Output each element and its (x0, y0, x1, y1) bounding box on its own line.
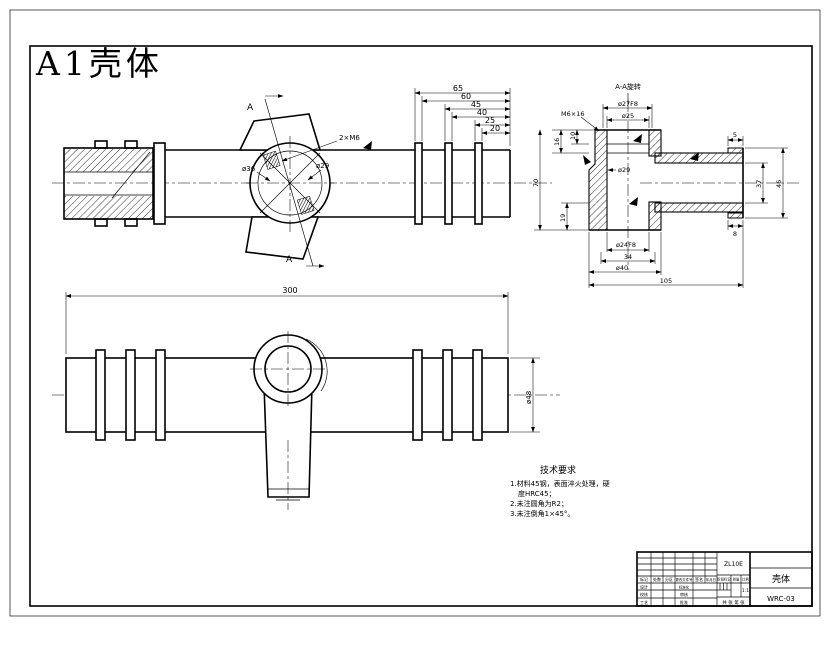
outer-dia-label: ø36 (242, 165, 256, 173)
row-check: 校核 (640, 591, 648, 597)
bore-dia-label: ø29 (316, 162, 329, 170)
col-doc: 更改文件号 (676, 577, 694, 582)
dim-70: 70 (532, 179, 540, 187)
horizontal-tube-top-wall (654, 152, 744, 164)
dim-60: 60 (461, 92, 471, 101)
drawing-number: WRC-03 (767, 595, 795, 603)
col-mark: 标记 (640, 576, 648, 582)
ratio-label: 比例 (742, 577, 749, 582)
right-wall-upper (648, 129, 662, 157)
rib-ring (474, 142, 483, 225)
sheet-count: 共 张 第 张 (722, 599, 745, 606)
rib-ring (95, 349, 106, 441)
end-flange-bottom (727, 212, 744, 219)
part-name: 壳体 (772, 573, 790, 585)
roughness-mark (629, 197, 638, 206)
main-view: A A 2×M6 ø36 ø29 65 60 45 40 (52, 84, 552, 268)
dim-46: 46 (775, 180, 783, 188)
lug (124, 218, 138, 227)
dim-45: 45 (471, 100, 481, 109)
dim-65: 65 (453, 84, 463, 93)
roughness-mark (633, 134, 642, 143)
dim-5: 5 (733, 131, 737, 139)
dim-8: 8 (733, 230, 737, 238)
left-wall (588, 129, 608, 231)
dim-d40: ø40 (616, 264, 628, 272)
col-date: 年月日 (706, 577, 716, 582)
thread-patch (296, 195, 315, 215)
page-title: A1壳体 (35, 44, 163, 83)
dim-16: 16 (553, 138, 561, 146)
section-letter-top: A (247, 103, 254, 113)
thread-patch (262, 150, 281, 170)
dim-thread: M6×16 (561, 110, 584, 118)
dim-20: 20 (490, 124, 500, 133)
dim-19: 19 (559, 214, 567, 222)
section-view: A-A旋转 ø27F8 ø25 M6×16 10 (532, 82, 800, 288)
end-flange-top (727, 147, 744, 154)
tilted-boss-arc (305, 338, 328, 392)
left-socket (63, 140, 166, 227)
col-zone: 分区 (665, 576, 673, 582)
row-approve: 批准 (680, 599, 688, 605)
rib-ring (155, 349, 166, 441)
dim-d25: ø25 (622, 112, 634, 120)
dim-d24f8: ø24F8 (616, 241, 636, 249)
rib-ring (472, 349, 483, 441)
dim-34: 34 (624, 253, 632, 261)
row-audit: 审核 (680, 591, 688, 597)
lug (94, 140, 108, 149)
col-sign: 签名 (695, 576, 703, 582)
section-plane-line (264, 98, 314, 267)
bottom-view: 300 ø48 (52, 286, 560, 510)
dim-40: 40 (477, 108, 487, 117)
rib-ring (414, 142, 423, 225)
rib-ring (412, 349, 423, 441)
row-std: 标准化 (679, 585, 690, 590)
rib-ring (444, 142, 453, 225)
tech-req-line2: 度HRC45； (518, 489, 556, 498)
dim-25: 25 (485, 116, 495, 125)
horizontal-tube-bottom-wall (654, 202, 744, 213)
stage-label: 阶段标记 (717, 577, 731, 582)
title-block: 标记 处数 分区 更改文件号 签名 年月日 设计 校核 工艺 标准化 审核 批准… (636, 551, 813, 607)
rib-ring (442, 349, 453, 441)
sheet-borders (9, 9, 821, 617)
outer-border (9, 9, 821, 617)
col-count: 处数 (653, 576, 661, 582)
dim-d27f8: ø27F8 (618, 100, 638, 108)
dim-d48: ø48 (525, 391, 533, 404)
roughness-mark (363, 141, 372, 150)
row-design: 设计 (640, 584, 648, 590)
tube-body (165, 142, 511, 225)
lower-boss (245, 216, 320, 260)
section-letter-bottom: A (286, 255, 293, 265)
row-process: 工艺 (640, 600, 648, 605)
model-code: ZL10E (724, 561, 743, 568)
flange-ring (153, 142, 166, 225)
tech-req-line4: 3.未注倒角1×45°。 (510, 509, 574, 518)
section-view-title: A-A旋转 (615, 82, 641, 91)
length-dimension-chain: 65 60 45 40 25 20 (414, 84, 511, 146)
dim-300: 300 (282, 286, 297, 295)
dim-10: 10 (569, 132, 577, 140)
mass-label: 质量 (733, 577, 740, 582)
tech-requirements: 技术要求 1.材料45钢，表面淬火处理，硬 度HRC45； 2.未注圆角为R2；… (510, 464, 610, 518)
tech-req-line3: 2.未注圆角为R2； (510, 499, 568, 508)
dim-d29: ø29 (618, 166, 630, 174)
inner-border (29, 45, 813, 607)
roughness-mark (690, 152, 699, 161)
lug (124, 140, 138, 149)
thread-callout: 2×M6 (339, 134, 360, 142)
scale-value: 1:1 (742, 588, 749, 594)
dim-105: 105 (660, 277, 672, 285)
lug (94, 218, 108, 227)
dim-37: 37 (755, 180, 763, 188)
tech-req-line1: 1.材料45钢，表面淬火处理，硬 (510, 479, 610, 488)
rib-ring (125, 349, 136, 441)
tech-req-heading: 技术要求 (540, 464, 576, 476)
roughness-mark (583, 155, 591, 165)
